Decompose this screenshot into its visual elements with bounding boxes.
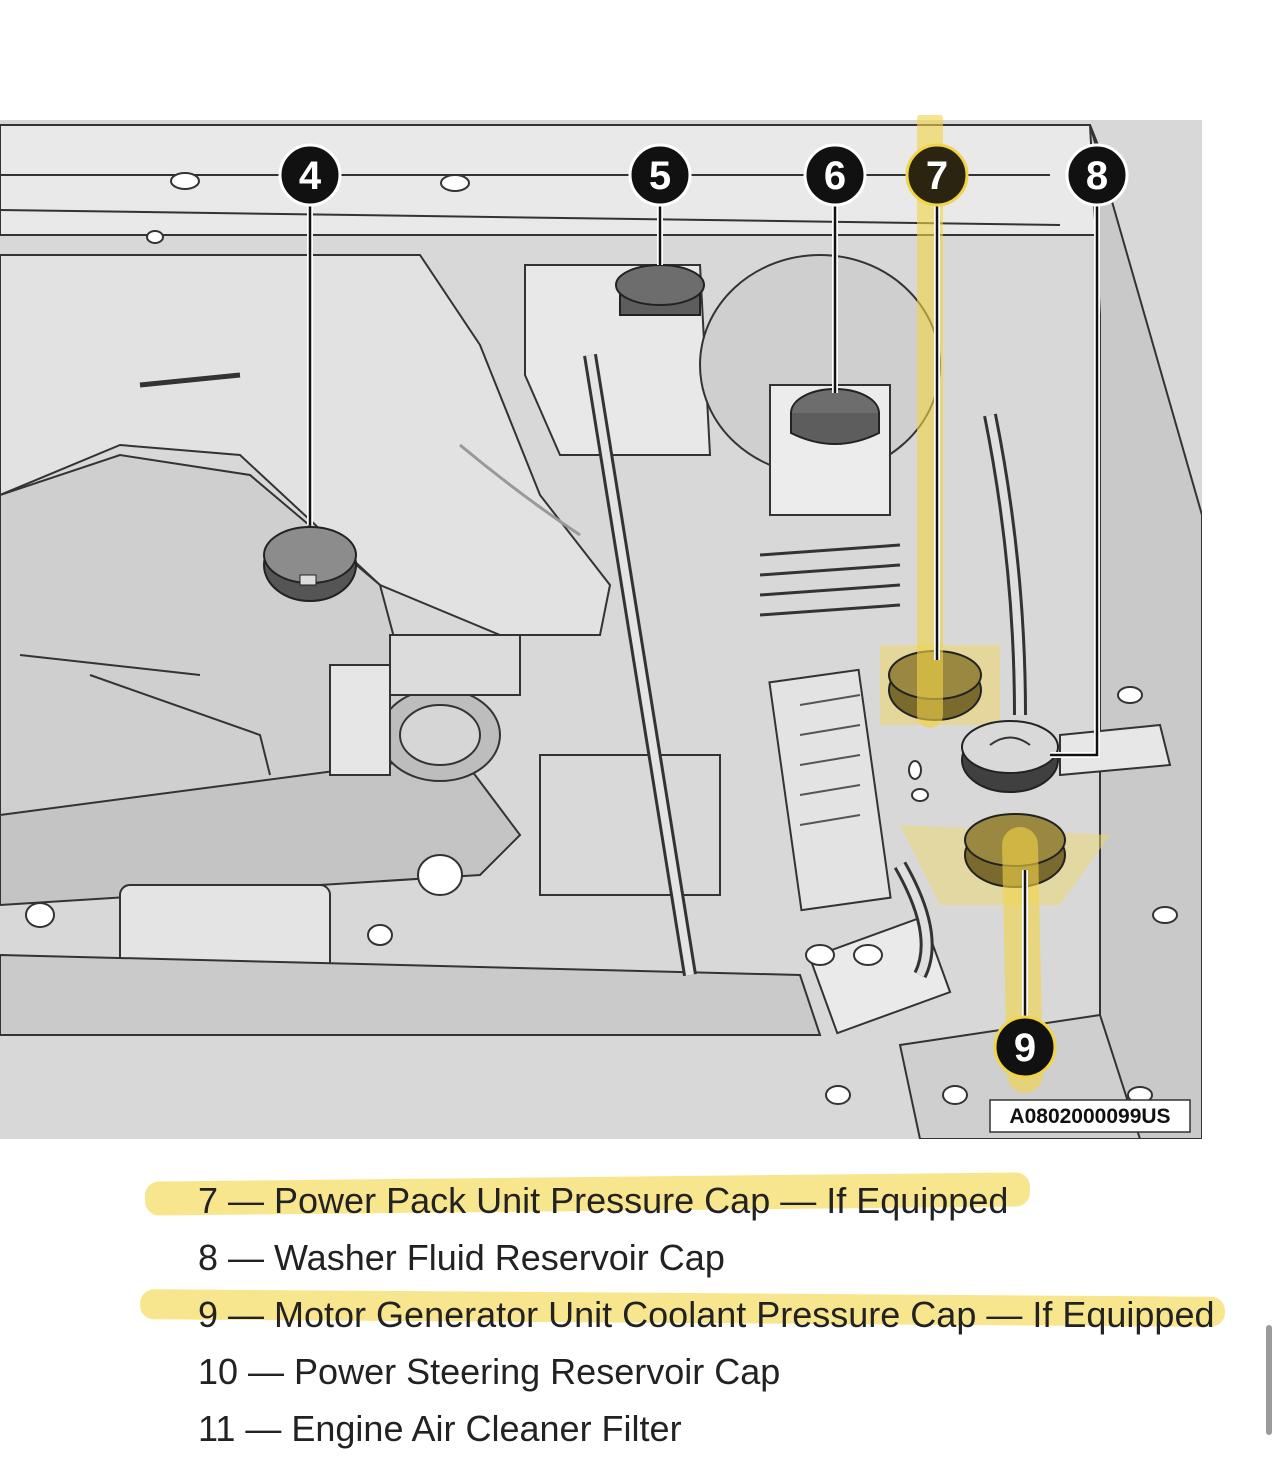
legend-item-10: 10 — Power Steering Reservoir Cap [198, 1351, 781, 1392]
figure-id: A0802000099US [1009, 1105, 1170, 1128]
engine-bay-diagram: 4 5 6 7 8 9 A0802000099US [0, 115, 1202, 1139]
legend-list: 7 — Power Pack Unit Pressure Cap — If Eq… [0, 1165, 1284, 1465]
svg-text:9: 9 [1014, 1026, 1036, 1070]
callout-5: 5 [628, 143, 692, 207]
legend-item-8: 8 — Washer Fluid Reservoir Cap [198, 1237, 725, 1278]
svg-text:8: 8 [1086, 154, 1108, 198]
callout-4: 4 [278, 143, 342, 207]
svg-text:6: 6 [824, 154, 846, 198]
callout-8: 8 [1065, 143, 1129, 207]
svg-text:4: 4 [299, 154, 322, 198]
callout-7: 7 [905, 143, 969, 207]
legend-item-9: 9 — Motor Generator Unit Coolant Pressur… [198, 1294, 1215, 1335]
figure-id-box [989, 1099, 1191, 1133]
callout-6: 6 [803, 143, 867, 207]
svg-text:5: 5 [649, 154, 671, 198]
legend-item-11: 11 — Engine Air Cleaner Filter [198, 1408, 682, 1449]
legend-item-7: 7 — Power Pack Unit Pressure Cap — If Eq… [198, 1180, 1009, 1221]
svg-text:7: 7 [926, 154, 948, 198]
vertical-scrollbar[interactable] [1266, 1325, 1272, 1435]
engine-bay-illustration: 4 5 6 7 8 9 A0802000099US [0, 115, 1202, 1139]
callout-9: 9 [993, 1015, 1057, 1079]
